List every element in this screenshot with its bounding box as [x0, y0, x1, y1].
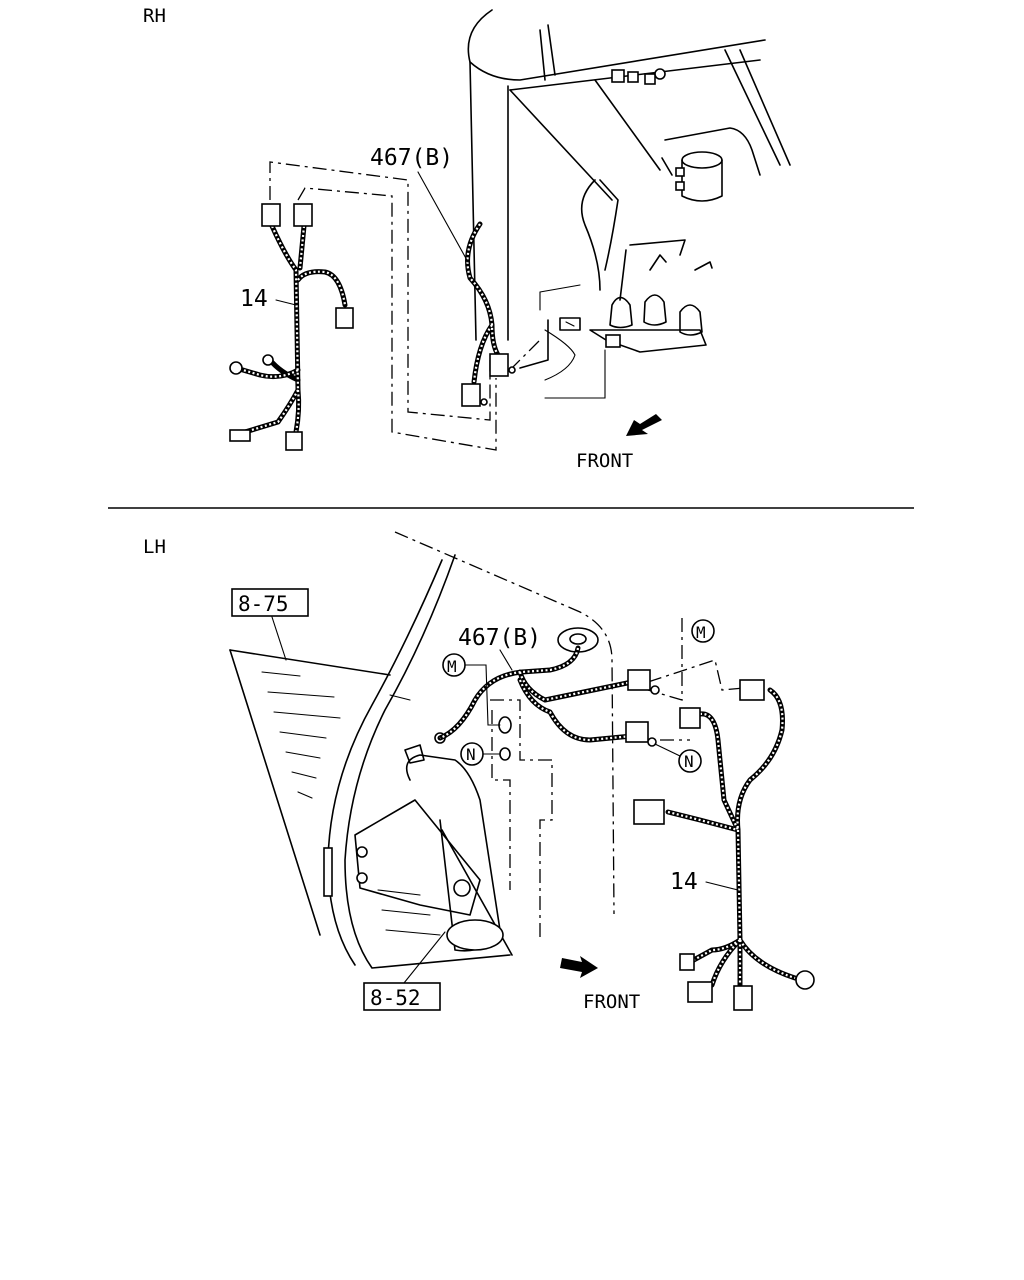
rh-front-label: FRONT	[576, 450, 633, 472]
rh-section: RH	[143, 5, 791, 472]
lh-wire-label: 467(B)	[458, 625, 541, 651]
connector	[687, 981, 713, 1003]
svg-text:M: M	[696, 623, 706, 642]
connector	[293, 203, 313, 227]
svg-text:N: N	[466, 745, 476, 764]
connector	[679, 953, 695, 971]
lh-front-label: FRONT	[583, 991, 640, 1013]
connector	[633, 799, 665, 825]
marker-n-left: N	[460, 742, 501, 766]
connector	[733, 985, 753, 1011]
lh-harness-label: 14	[670, 869, 698, 895]
lh-front-arrow	[560, 956, 598, 978]
connector	[679, 707, 701, 729]
svg-text:M: M	[447, 657, 457, 676]
connector	[335, 307, 354, 329]
rh-front-arrow	[626, 414, 662, 436]
connector	[739, 679, 765, 701]
lh-wire-467b	[437, 645, 660, 747]
lh-body-structure	[229, 531, 745, 969]
lh-section-title: LH	[143, 536, 166, 558]
connector	[285, 431, 303, 451]
rh-wire-label: 467(B)	[370, 145, 453, 171]
marker-m-right: M	[691, 619, 715, 643]
ref-label-8-75: 8-75	[238, 592, 289, 616]
ring-terminal	[262, 354, 274, 366]
ref-box-8-75	[231, 588, 309, 617]
connector	[229, 429, 251, 442]
rh-body-structure	[467, 9, 791, 399]
ring-terminal	[229, 361, 243, 375]
ref-box-8-52	[363, 982, 441, 1011]
marker-n-right: N	[654, 743, 702, 773]
marker-m-left: M	[442, 653, 501, 726]
rh-section-title: RH	[143, 5, 166, 27]
rh-wire-467b	[461, 221, 516, 407]
lh-harness-14	[633, 679, 815, 1011]
svg-text:N: N	[684, 752, 694, 771]
rh-harness-label: 14	[240, 286, 268, 312]
ref-label-8-52: 8-52	[370, 986, 421, 1010]
rh-harness-14	[229, 203, 354, 451]
connector	[261, 203, 281, 227]
rh-routing-lines	[269, 161, 541, 451]
lh-section: LH	[143, 531, 815, 1013]
ring-terminal	[795, 970, 815, 990]
